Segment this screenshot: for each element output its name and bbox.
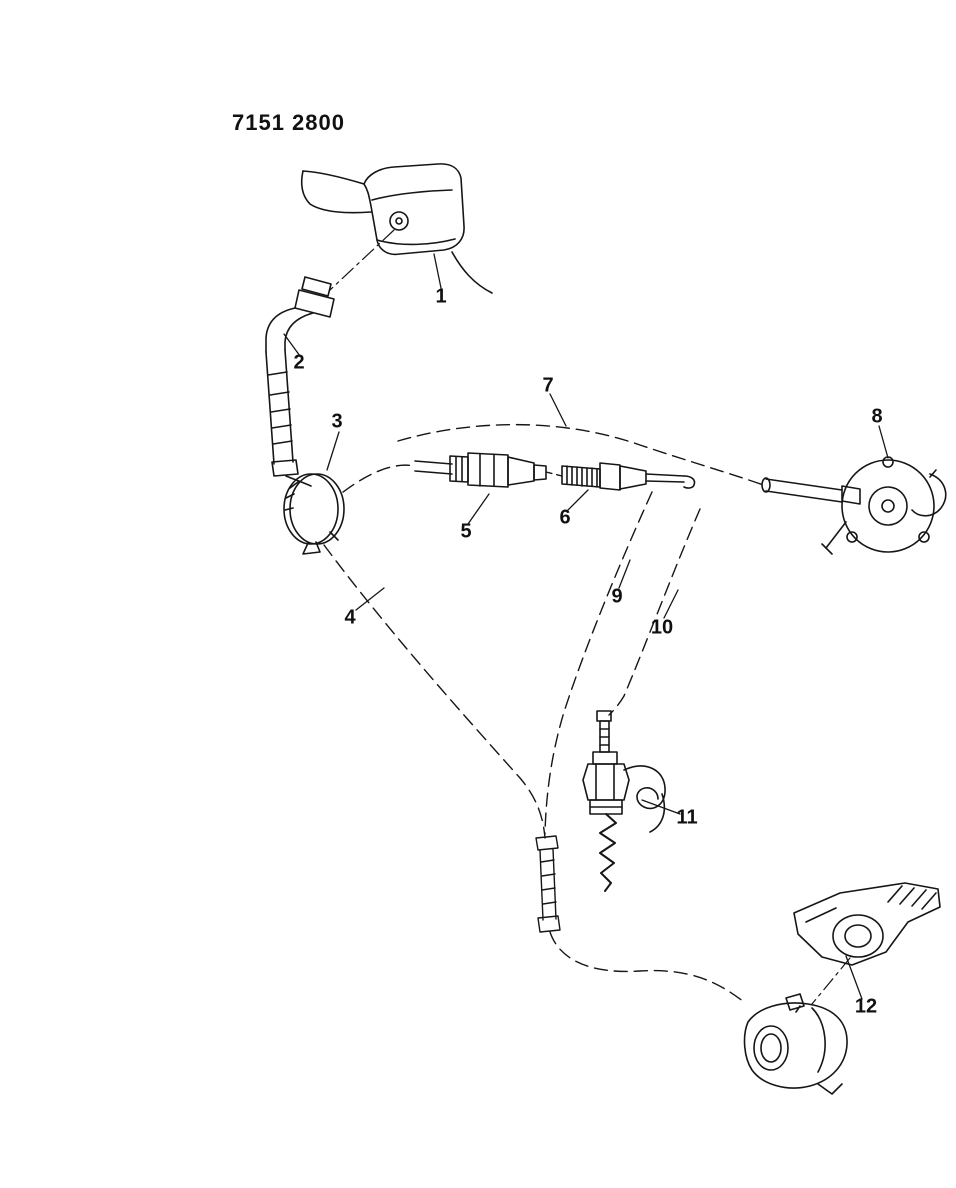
callout-2: 2 bbox=[293, 351, 305, 374]
callout-7: 7 bbox=[542, 374, 554, 397]
cable-4-lower-run bbox=[323, 544, 745, 1003]
part-5-cable-fitting bbox=[414, 452, 547, 488]
part-1-speedometer-head bbox=[300, 163, 493, 294]
cable-9 bbox=[544, 491, 653, 835]
callout-11: 11 bbox=[676, 806, 698, 829]
callout-10: 10 bbox=[650, 616, 674, 639]
part-12-adapter-housing bbox=[743, 993, 848, 1095]
part-12-bracket bbox=[793, 882, 941, 966]
callout-3: 3 bbox=[331, 410, 343, 433]
callout-6: 6 bbox=[559, 506, 571, 529]
drawing-code: 7151 2800 bbox=[232, 110, 345, 135]
part-8-pinion-adapter bbox=[761, 456, 947, 555]
part-2-upper-cable-end bbox=[265, 276, 335, 487]
cable-ring-to-fitting5 bbox=[342, 464, 416, 493]
callout-8: 8 bbox=[871, 405, 883, 428]
cable-7-upper-run bbox=[397, 423, 767, 487]
cable-link-5-6 bbox=[545, 471, 563, 477]
callout-1: 1 bbox=[435, 285, 447, 308]
callout-5: 5 bbox=[460, 520, 472, 543]
part-3-grommet-ring bbox=[283, 473, 345, 555]
callout-4: 4 bbox=[344, 606, 356, 629]
part-11-speed-sensor bbox=[582, 710, 666, 892]
callout-12: 12 bbox=[854, 995, 878, 1018]
cable-10 bbox=[608, 508, 701, 716]
callout-9: 9 bbox=[611, 585, 623, 608]
leader-lines bbox=[283, 253, 889, 1000]
axis-line-12 bbox=[811, 957, 851, 1005]
axis-line-1-2 bbox=[329, 229, 395, 291]
part-6-threaded-cable-end bbox=[561, 462, 696, 491]
